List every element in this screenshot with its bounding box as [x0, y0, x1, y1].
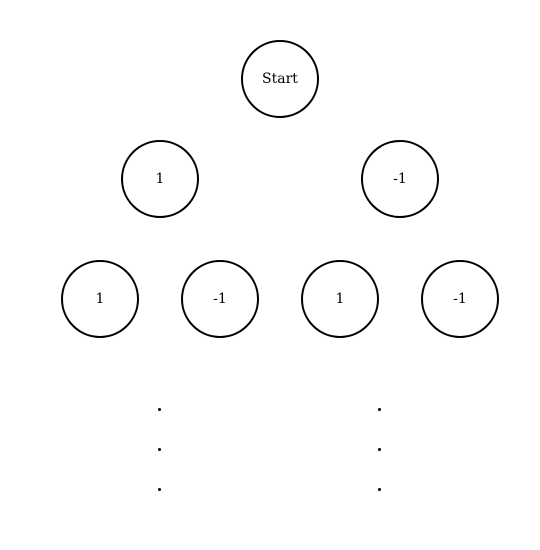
level2-node-1-label: 1: [95, 291, 105, 307]
level2-node-4-label: -1: [453, 291, 467, 307]
continuation-dot-right-2: [378, 448, 381, 451]
continuation-dot-right-1: [378, 408, 381, 411]
level2-node-4: -1: [421, 260, 499, 338]
level2-node-3-label: 1: [335, 291, 345, 307]
level2-node-2: -1: [181, 260, 259, 338]
continuation-dot-left-2: [158, 448, 161, 451]
level1-node-left: 1: [121, 140, 199, 218]
level2-node-3: 1: [301, 260, 379, 338]
level1-node-right-label: -1: [393, 171, 407, 187]
continuation-dot-left-3: [158, 488, 161, 491]
level1-node-right: -1: [361, 140, 439, 218]
level2-node-2-label: -1: [213, 291, 227, 307]
level1-node-left-label: 1: [155, 171, 165, 187]
continuation-dot-right-3: [378, 488, 381, 491]
root-node: Start: [241, 40, 319, 118]
level2-node-1: 1: [61, 260, 139, 338]
continuation-dot-left-1: [158, 408, 161, 411]
root-node-label: Start: [262, 71, 298, 87]
